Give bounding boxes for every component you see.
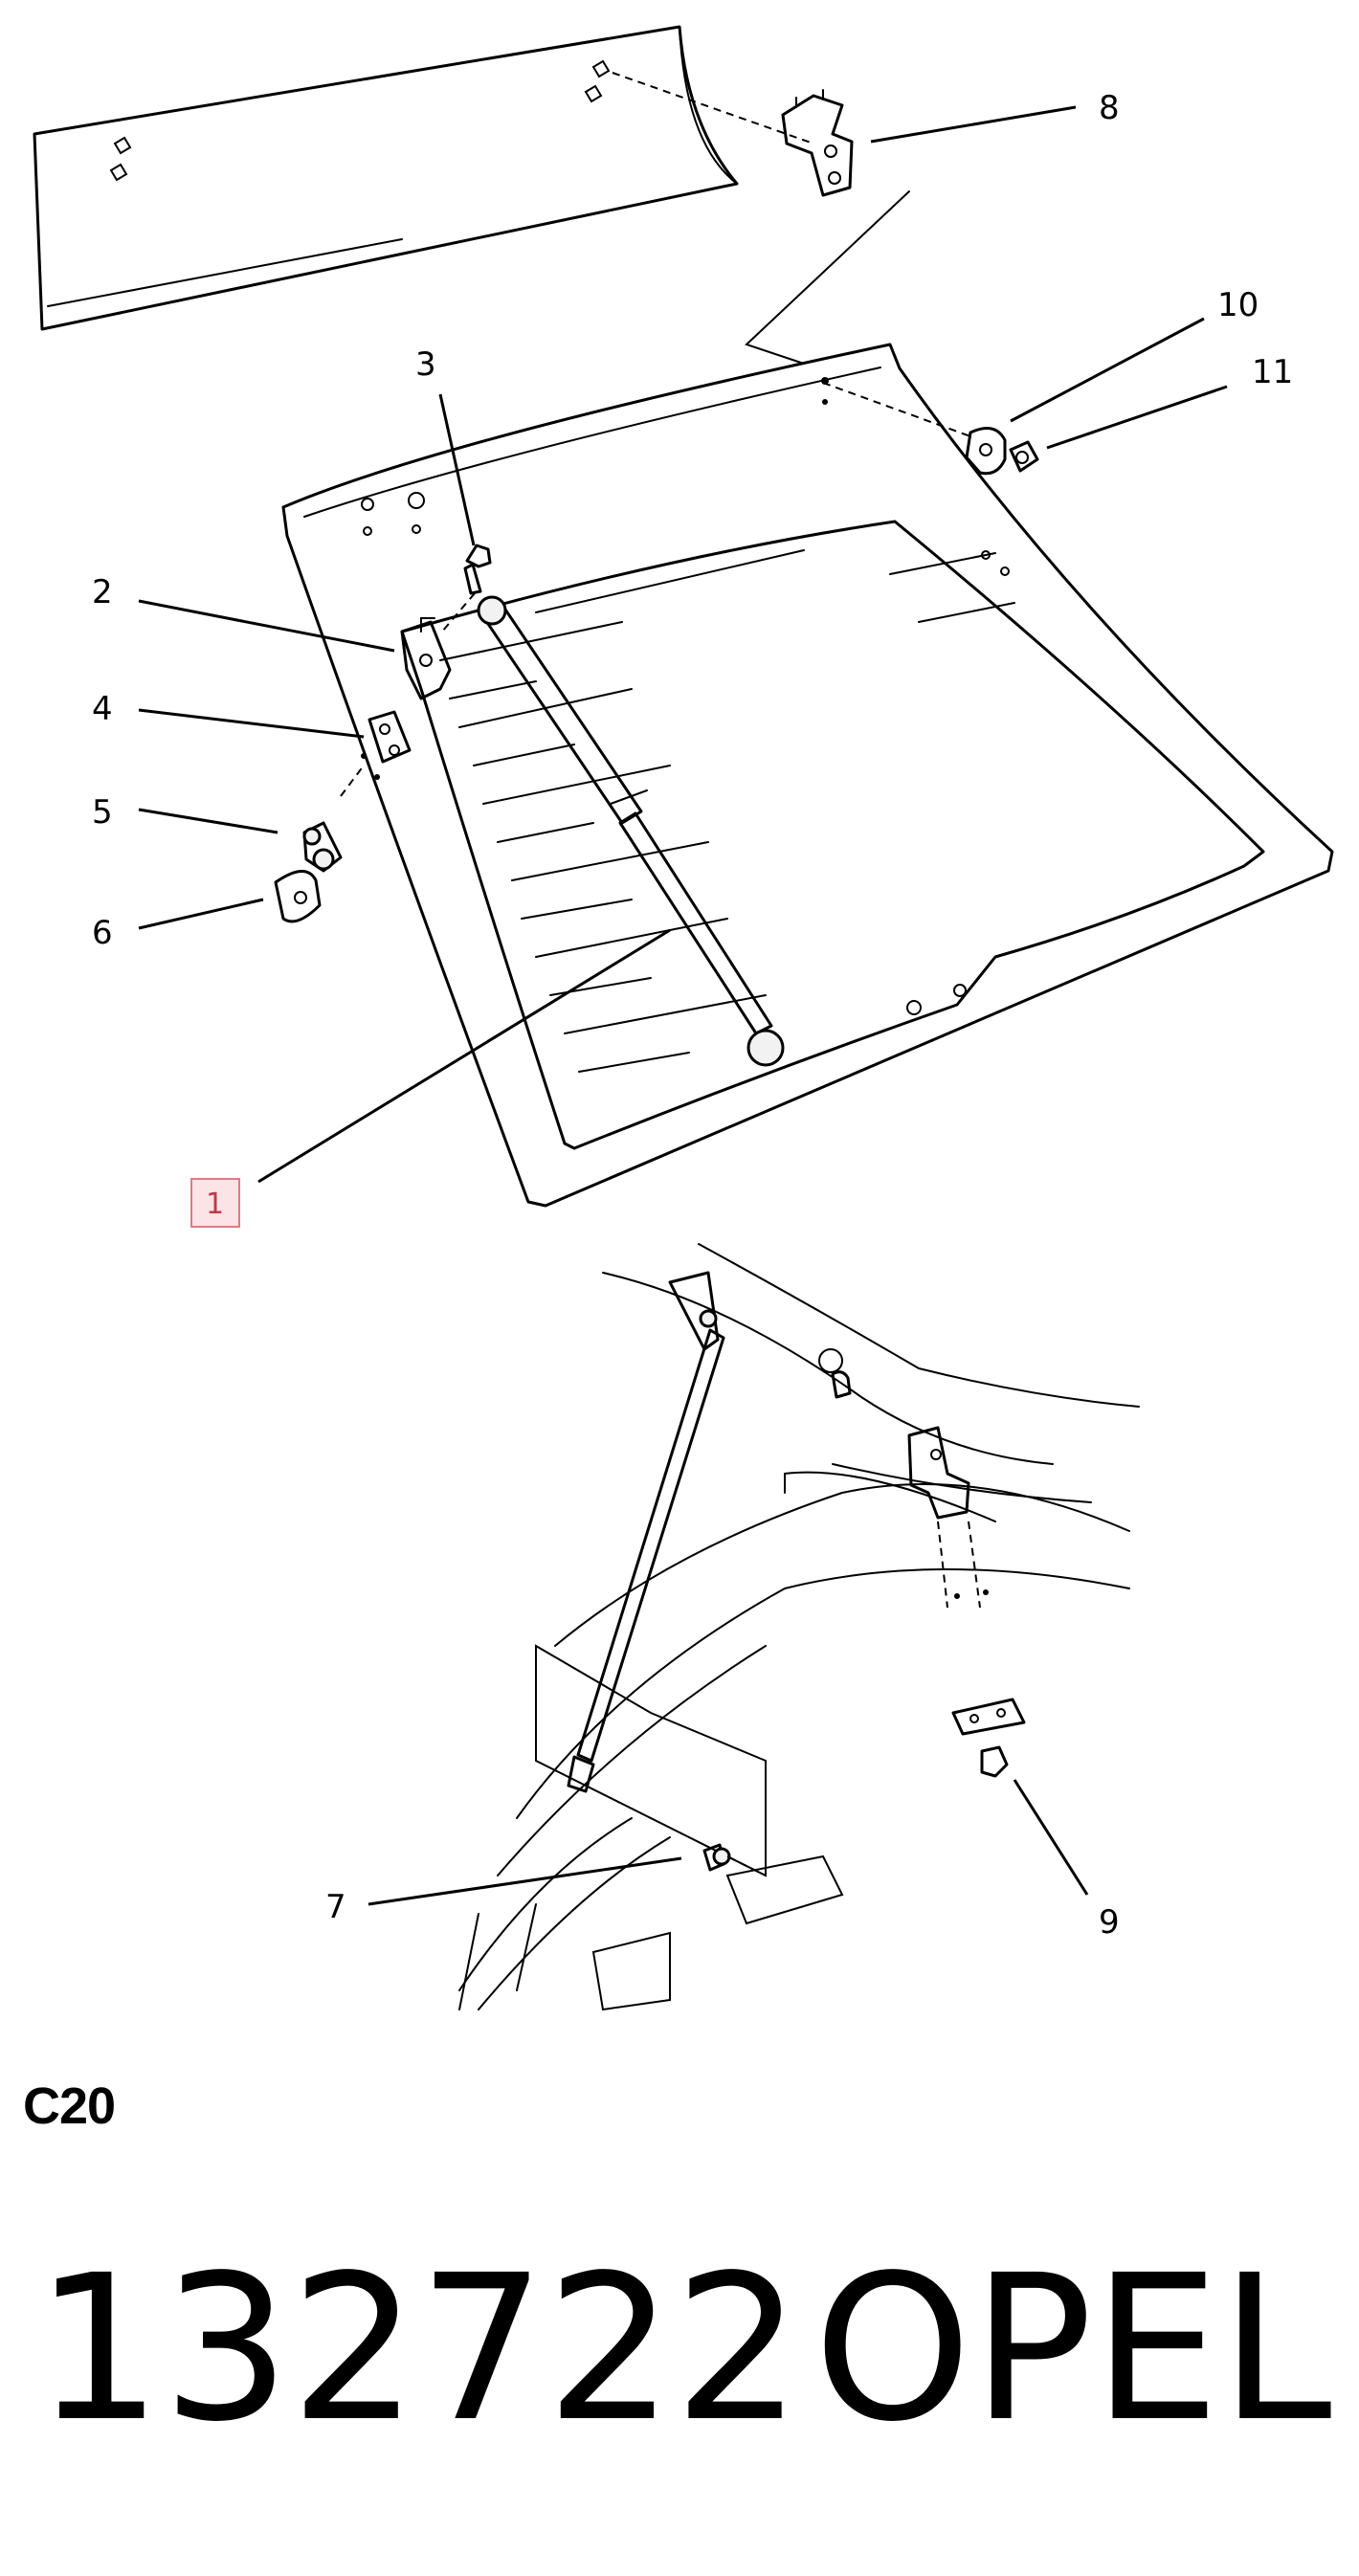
callout-3: 3	[415, 345, 436, 384]
gas-strut	[477, 595, 785, 1067]
callout-9: 9	[1099, 1903, 1120, 1942]
callout-6: 6	[92, 914, 113, 952]
hinge-upper	[612, 72, 910, 365]
callout-10: 10	[1217, 286, 1259, 324]
callout-1: 1	[206, 1188, 224, 1221]
tailgate-window	[281, 343, 1334, 1208]
nut-plate	[302, 765, 365, 873]
part-number: 132722	[34, 2232, 802, 2466]
brand-name: OPEL	[813, 2232, 1332, 2466]
washer-plate	[274, 870, 322, 923]
callout-1-highlight[interactable]: 1	[190, 1178, 240, 1228]
cap-nut	[1009, 440, 1039, 473]
bolt	[441, 544, 492, 633]
roof-fastener-icon	[109, 59, 611, 182]
roof-panel	[33, 25, 739, 331]
callout-7: 7	[325, 1888, 346, 1926]
callout-11: 11	[1252, 353, 1293, 391]
callout-4: 4	[92, 690, 113, 728]
strut-bracket	[400, 617, 452, 700]
callout-labels: 8 10 11 3 2 4 5 6 7 9 1	[92, 89, 1293, 1942]
callout-8: 8	[1099, 89, 1120, 127]
callout-2: 2	[92, 573, 113, 611]
body-installation-view	[458, 1243, 1140, 2011]
latch-bracket	[821, 377, 1007, 476]
leader-lines	[138, 105, 1228, 1906]
hinge-plate	[361, 710, 412, 780]
callout-5: 5	[92, 793, 113, 832]
model-code: C20	[23, 2077, 116, 2135]
